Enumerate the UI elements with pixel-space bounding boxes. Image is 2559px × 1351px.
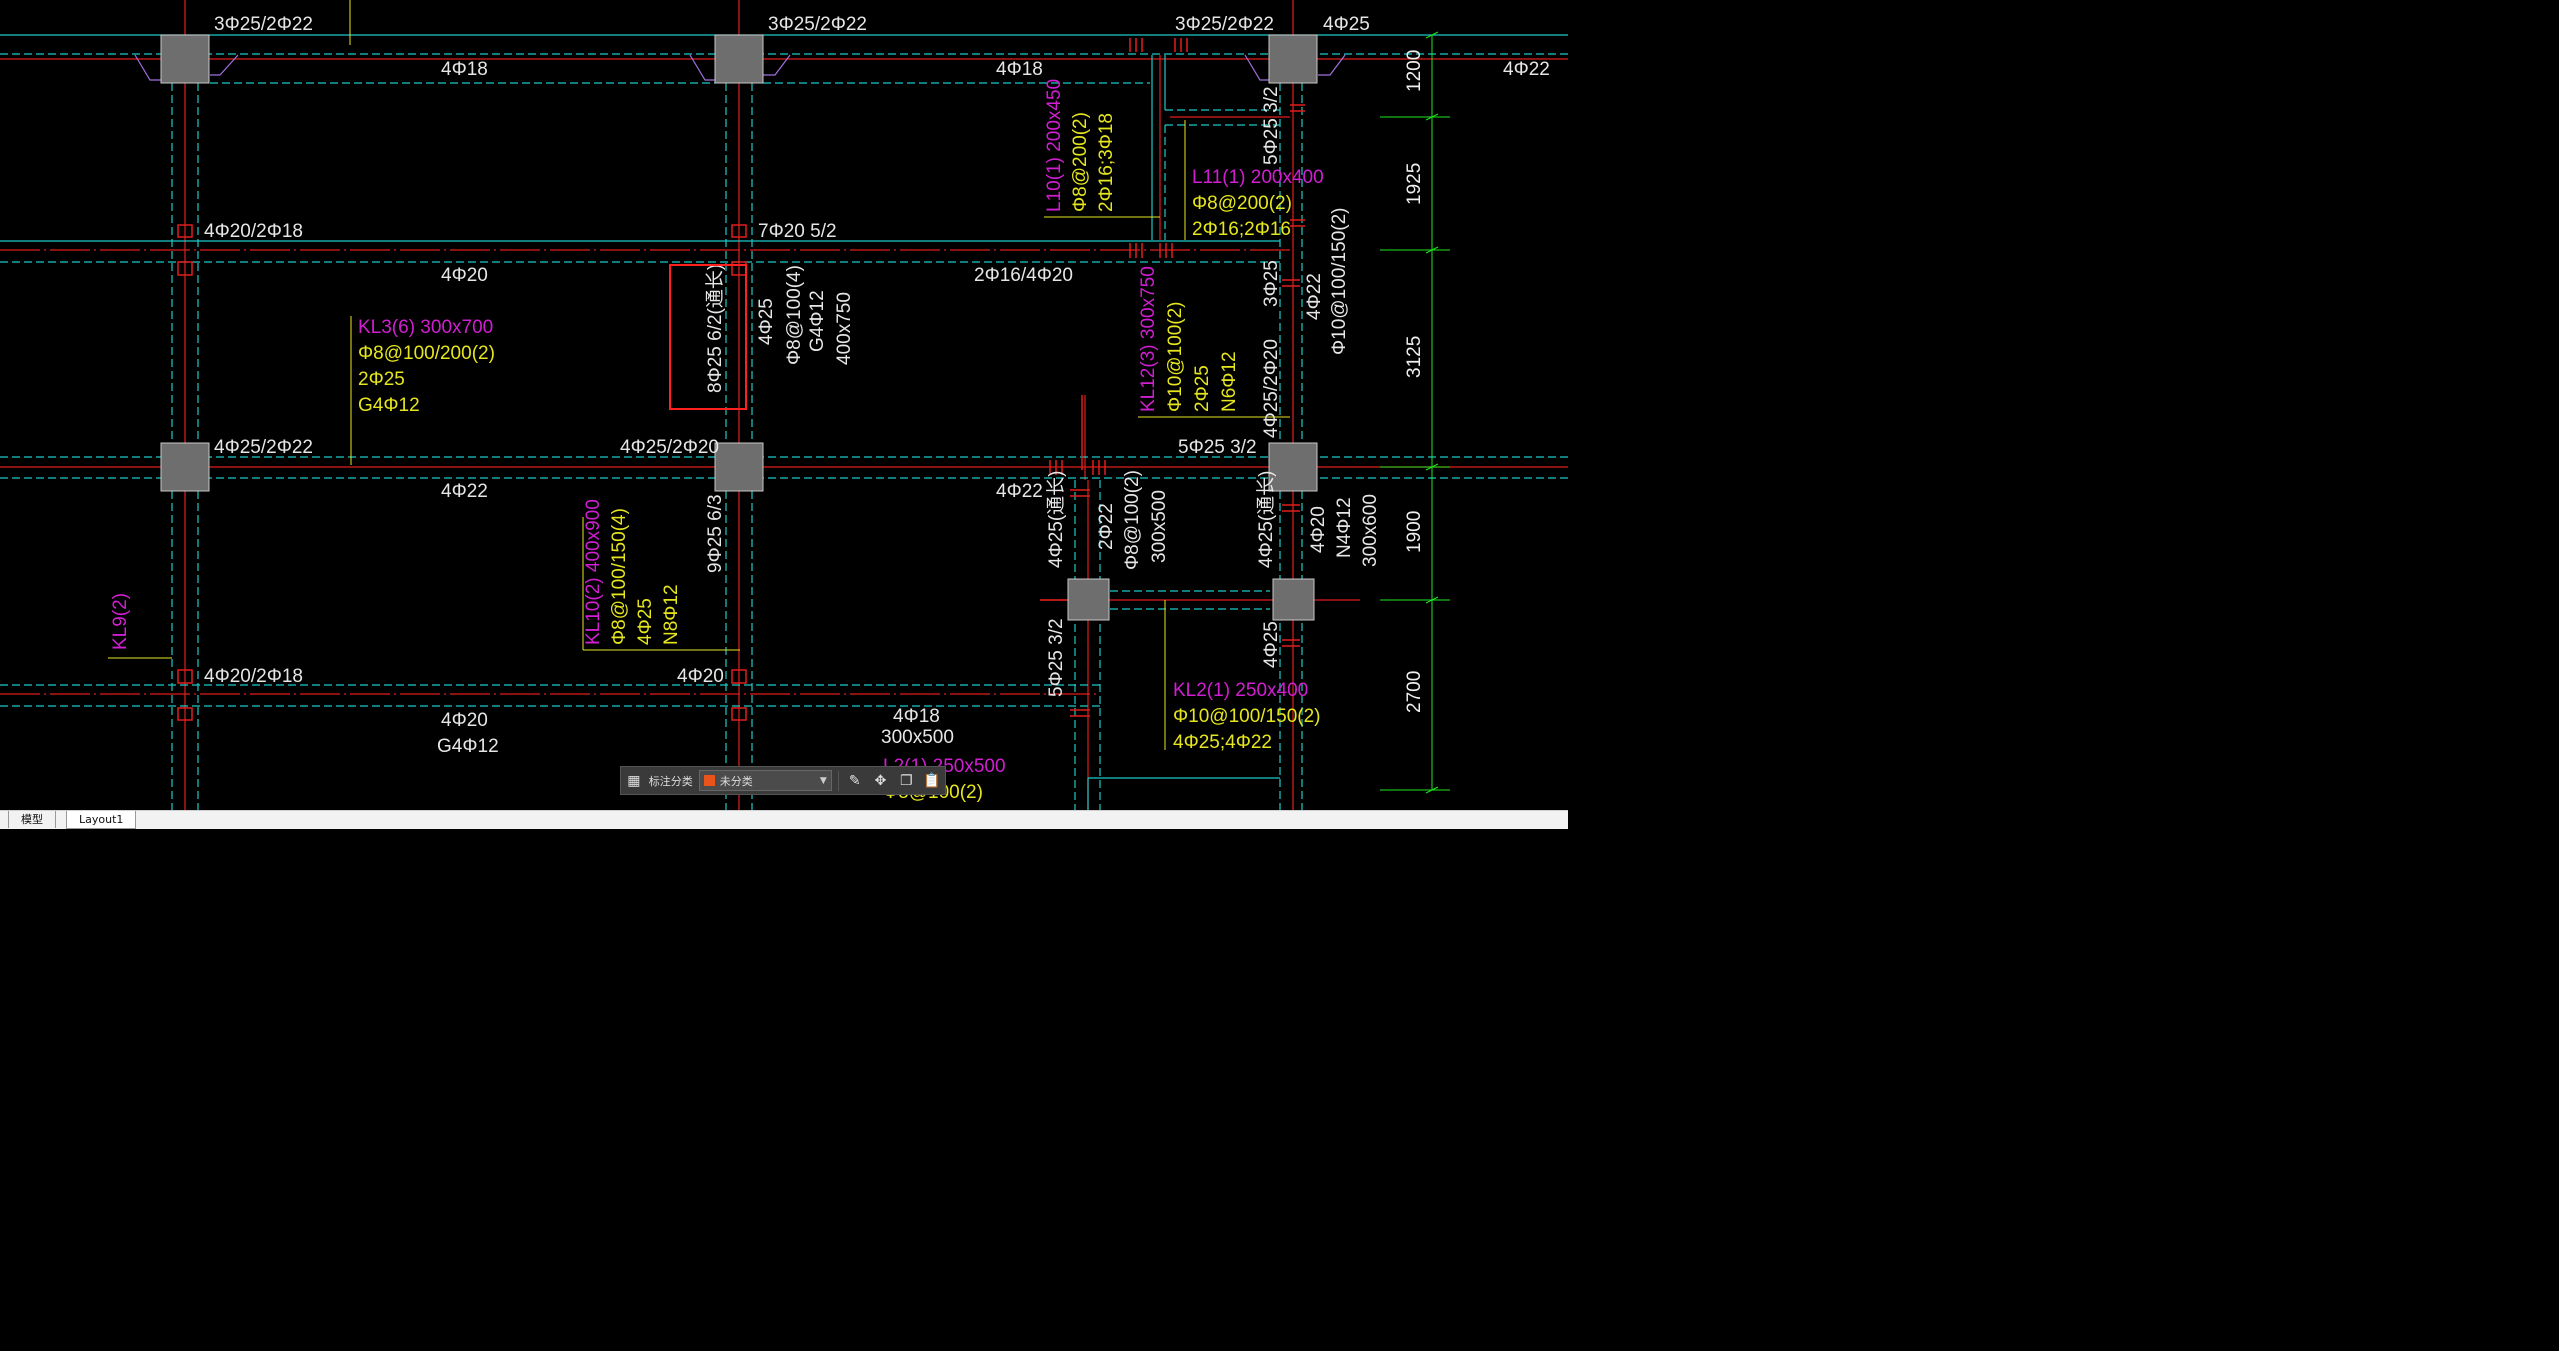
chevron-down-icon: ▼ <box>819 775 827 786</box>
rebar-label: 300x500 <box>881 727 954 748</box>
rebar-label-vertical: 4Φ25 <box>635 598 656 645</box>
layout-tab-bar: 模型 Layout1 <box>0 810 1568 829</box>
paste-icon[interactable]: 📋 <box>923 772 941 789</box>
rebar-label: 7Φ20 5/2 <box>758 221 837 242</box>
beam-grid-geometry <box>0 0 1568 810</box>
rebar-label: 4Φ20/2Φ18 <box>204 666 303 687</box>
rebar-label: L11(1) 200x400 <box>1192 167 1324 188</box>
annotation-category-toolbar: ▦ 标注分类 未分类 ▼ ✎ ✥ ❐ 📋 <box>620 766 946 795</box>
rebar-label-vertical: L10(1) 200x450 <box>1044 79 1065 212</box>
rebar-label: 4Φ18 <box>996 59 1043 80</box>
dimension-value: 1900 <box>1404 511 1425 553</box>
rebar-label-vertical: 2Φ16;3Φ18 <box>1096 113 1117 212</box>
copy-icon[interactable]: ❐ <box>900 772 913 789</box>
rebar-label-vertical: 4Φ25(通长) <box>1255 470 1277 568</box>
rebar-label: 4Φ20 <box>441 710 488 731</box>
rebar-label: 4Φ25/2Φ22 <box>214 437 313 458</box>
rebar-label-vertical: Φ8@100/150(4) <box>609 508 630 645</box>
tab-layout1[interactable]: Layout1 <box>66 811 137 829</box>
rebar-label: 3Φ25/2Φ22 <box>768 14 867 35</box>
rebar-label: 4Φ22 <box>996 481 1043 502</box>
rebar-label-vertical: KL9(2) <box>110 593 131 650</box>
rebar-label-vertical: Φ8@200(2) <box>1070 112 1091 212</box>
rebar-label: 4Φ20 <box>441 265 488 286</box>
rebar-label: Φ8@200(2) <box>1192 193 1292 214</box>
rebar-label: 4Φ25/2Φ20 <box>620 437 719 458</box>
rebar-label: KL2(1) 250x400 <box>1173 680 1308 701</box>
category-color-swatch <box>703 775 715 786</box>
rebar-label: 4Φ18 <box>441 59 488 80</box>
rebar-label: 4Φ22 <box>1503 59 1550 80</box>
category-label: 标注分类 <box>648 774 693 788</box>
rebar-label-vertical: 400x750 <box>834 292 855 365</box>
rebar-label: 2Φ16/4Φ20 <box>974 265 1073 286</box>
rebar-label: 4Φ18 <box>893 706 940 727</box>
rebar-label: Φ8@100/200(2) <box>358 343 495 364</box>
rebar-label-vertical: N8Φ12 <box>661 584 682 645</box>
rebar-label: 4Φ25;4Φ22 <box>1173 732 1272 753</box>
toolbar-divider <box>837 770 839 791</box>
rebar-label: 4Φ25 <box>1323 14 1370 35</box>
edit-icon[interactable]: ✎ <box>848 772 861 789</box>
rebar-label-vertical: 3Φ25 <box>1261 260 1282 307</box>
rebar-label-vertical: N4Φ12 <box>1334 497 1355 558</box>
category-select-value: 未分类 <box>719 774 753 788</box>
rebar-label-vertical: 300x600 <box>1360 494 1381 567</box>
rebar-label-vertical: KL10(2) 400x900 <box>583 499 604 645</box>
category-select[interactable]: 未分类 ▼ <box>698 770 832 791</box>
dimension-value: 1200 <box>1404 50 1425 92</box>
rebar-label-vertical: 4Φ22 <box>1304 273 1325 320</box>
rebar-label-vertical: 5Φ25 3/2 <box>1261 86 1282 165</box>
cad-drawing-canvas[interactable]: 3Φ25/2Φ22 3Φ25/2Φ22 3Φ25/2Φ22 4Φ25 4Φ18 4Φ18 4… <box>0 0 1568 810</box>
dimension-value: 3125 <box>1404 336 1425 378</box>
rebar-label-vertical: N6Φ12 <box>1219 351 1240 412</box>
dimension-value: 2700 <box>1404 671 1425 713</box>
rebar-label-vertical: KL12(3) 300x750 <box>1138 266 1159 412</box>
rebar-label: 3Φ25/2Φ22 <box>214 14 313 35</box>
rebar-label-vertical: 5Φ25 3/2 <box>1046 618 1067 697</box>
rebar-label-vertical: G4Φ12 <box>807 290 828 352</box>
tab-model[interactable]: 模型 <box>8 811 56 828</box>
rebar-label-vertical: Φ10@100/150(2) <box>1329 208 1350 355</box>
rebar-label-vertical: 300x500 <box>1149 490 1170 563</box>
selection-rectangle[interactable] <box>669 264 747 410</box>
rebar-label: 2Φ16;2Φ16 <box>1192 219 1291 240</box>
rebar-label: 4Φ20/2Φ18 <box>204 221 303 242</box>
rebar-label: Φ10@100/150(2) <box>1173 706 1320 727</box>
dimension-annotations: 1200 1925 3125 1900 2700 <box>1404 50 1425 713</box>
rebar-label-vertical: Φ8@100(2) <box>1122 470 1143 570</box>
rebar-label: 4Φ20 <box>677 666 724 687</box>
rebar-label-vertical: 4Φ25/2Φ20 <box>1261 339 1282 438</box>
move-icon[interactable]: ✥ <box>874 772 887 789</box>
rebar-label-vertical: Φ8@100(4) <box>784 265 805 365</box>
rebar-label-vertical: 4Φ25(通长) <box>1045 470 1067 568</box>
rebar-label-vertical: 9Φ25 6/3 <box>705 494 726 573</box>
rebar-label-vertical: 4Φ20 <box>1308 506 1329 553</box>
rebar-label-vertical: 2Φ25 <box>1192 365 1213 412</box>
rebar-label: G4Φ12 <box>358 395 420 416</box>
rebar-label-vertical: 8Φ25 6/2(通长) <box>704 264 726 393</box>
rebar-label: 5Φ25 3/2 <box>1178 437 1257 458</box>
rebar-label: 4Φ22 <box>441 481 488 502</box>
rebar-label: 2Φ25 <box>358 369 405 390</box>
rebar-label-vertical: 2Φ22 <box>1096 503 1117 550</box>
rebar-label-vertical: 4Φ25 <box>756 298 777 345</box>
rebar-label: 3Φ25/2Φ22 <box>1175 14 1274 35</box>
dimension-value: 1925 <box>1404 163 1425 205</box>
rebar-label-vertical: Φ10@100(2) <box>1165 301 1186 412</box>
rebar-label: KL3(6) 300x700 <box>358 317 493 338</box>
grid-four-icon[interactable]: ▦ <box>627 772 641 789</box>
rebar-label: G4Φ12 <box>437 736 499 757</box>
rebar-label-vertical: 4Φ25 <box>1261 621 1282 668</box>
